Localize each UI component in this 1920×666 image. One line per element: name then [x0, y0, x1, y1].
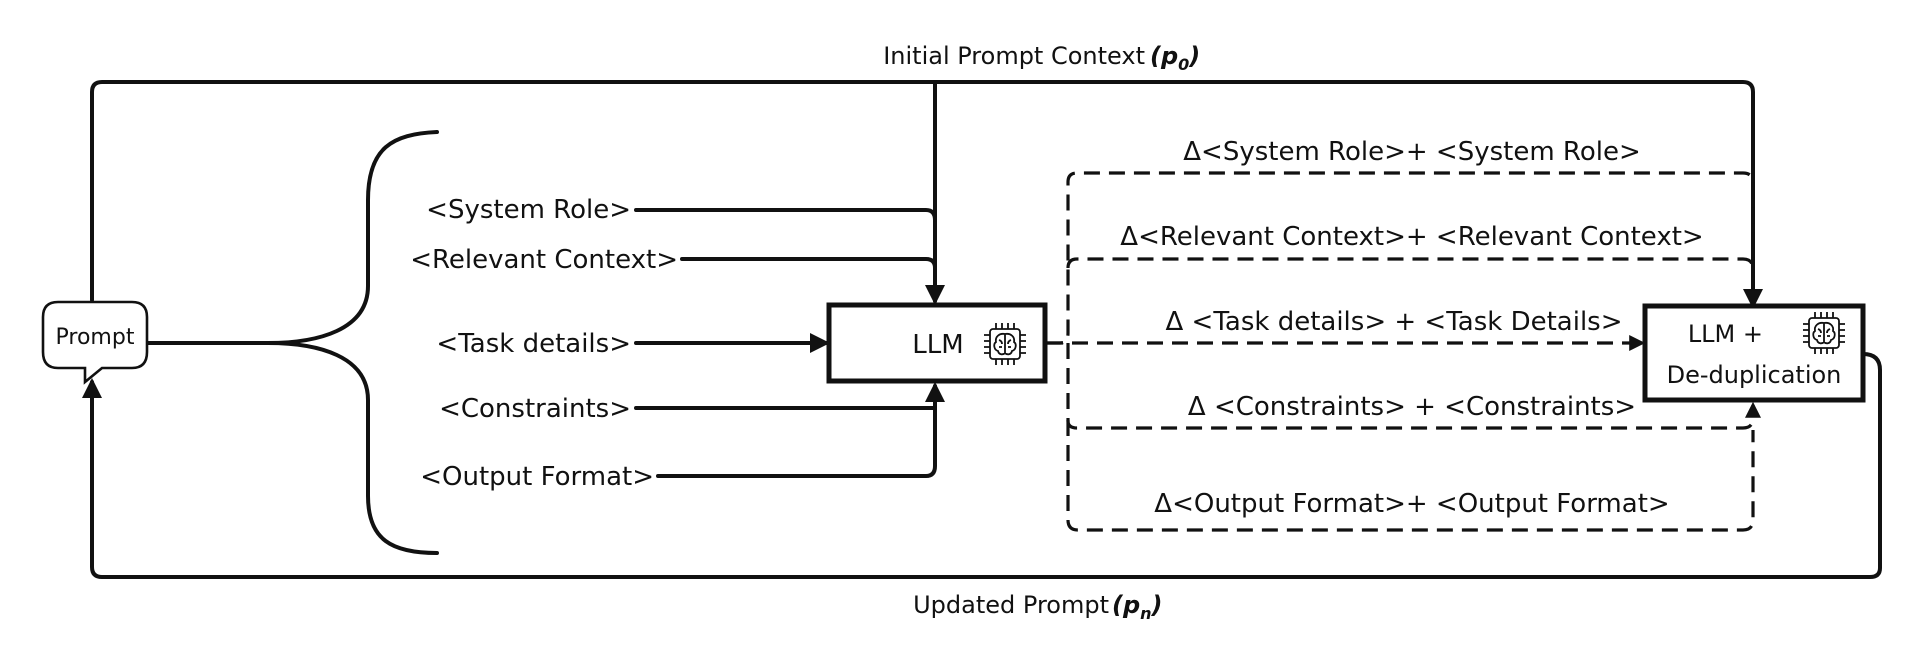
constraints-label: <Constraints>	[439, 394, 631, 424]
prompt-label: Prompt	[56, 325, 135, 350]
updated-prompt-label: Updated Prompt	[913, 591, 1109, 619]
delta-output-format-path	[1066, 420, 1755, 532]
updated-prompt-loop	[82, 352, 1882, 579]
delta-output-format-label: Δ<Output Format>+ <Output Format>	[1154, 489, 1669, 519]
delta-task-details-label: Δ <Task details> + <Task Details>	[1165, 307, 1622, 337]
output-format-label: <Output Format>	[420, 462, 654, 492]
delta-relevant-context-label: Δ<Relevant Context>+ <Relevant Context>	[1120, 222, 1703, 252]
relevant-context-wire	[680, 257, 937, 270]
dedup-node: LLM + De-duplication	[1642, 303, 1866, 403]
brace	[266, 130, 439, 555]
delta-system-role-label: Δ<System Role>+ <System Role>	[1183, 137, 1640, 167]
dedup-line2-label: De-duplication	[1667, 361, 1842, 389]
task-details-label: <Task details>	[436, 329, 631, 359]
relevant-context-label: <Relevant Context>	[410, 245, 678, 275]
initial-context-symbol: (p0)	[1150, 42, 1200, 74]
llm-label: LLM	[912, 330, 963, 360]
prompt-node: Prompt	[41, 300, 149, 385]
system-role-label: <System Role>	[426, 195, 631, 225]
initial-context-label: Initial Prompt Context	[883, 42, 1145, 70]
dedup-line1-label: LLM +	[1688, 320, 1763, 348]
delta-relevant-context-path	[1066, 257, 1761, 307]
updated-prompt-symbol: (pn)	[1112, 591, 1163, 623]
system-role-wire	[634, 208, 937, 222]
brain-chip-icon	[1803, 312, 1845, 354]
llm-node: LLM	[826, 302, 1048, 384]
brain-chip-icon	[984, 323, 1026, 365]
output-format-wire	[656, 382, 945, 478]
delta-system-role-path	[1047, 171, 1761, 345]
delta-constraints-label: Δ <Constraints> + <Constraints>	[1188, 392, 1636, 422]
initial-context-loop	[90, 80, 1763, 309]
